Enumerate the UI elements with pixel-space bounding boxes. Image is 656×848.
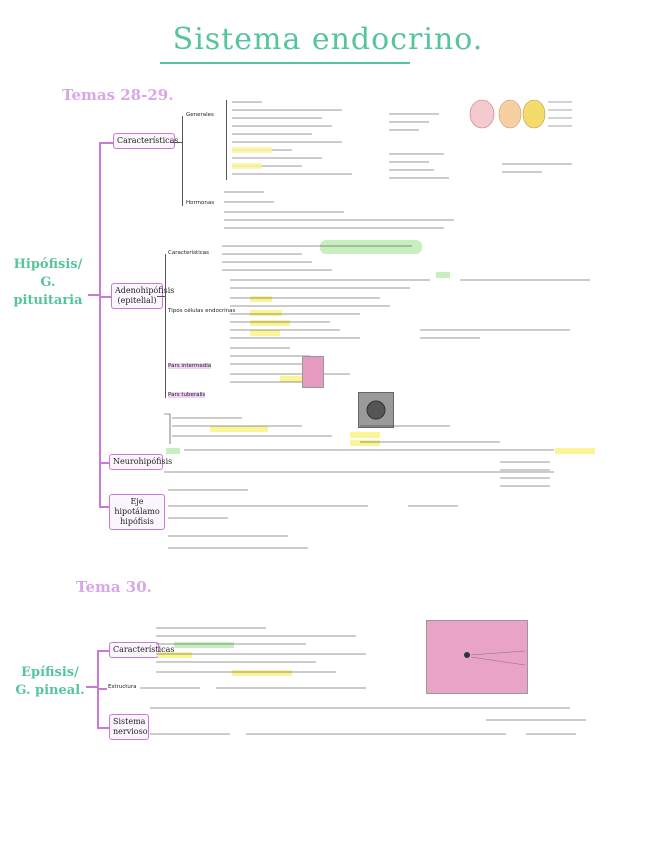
handwritten-notes bbox=[164, 413, 595, 487]
connector bbox=[165, 254, 166, 398]
sub-label-caracteristicas: Características bbox=[168, 250, 210, 256]
branch-eje-hipotalamo: Eje hipotálamo hipófisis bbox=[109, 494, 165, 530]
connector bbox=[97, 650, 109, 652]
connector bbox=[97, 727, 109, 729]
branch-caracteristicas: Características bbox=[113, 133, 179, 149]
page-title: Sistema endocrino. bbox=[172, 22, 484, 57]
connector bbox=[157, 296, 165, 297]
connector bbox=[99, 462, 109, 464]
handwritten-notes bbox=[140, 687, 366, 689]
sub-label-tipos-celulas: Tipos células endocrinas bbox=[168, 308, 236, 314]
handwritten-notes bbox=[150, 707, 586, 735]
handwritten-notes bbox=[232, 101, 352, 175]
main-node-line-1: Epífisis/ bbox=[21, 665, 79, 680]
notes-adenohipofisis bbox=[220, 240, 600, 400]
notes-side bbox=[385, 106, 455, 186]
notes-sistema-nervioso bbox=[146, 702, 616, 742]
connector bbox=[99, 296, 111, 298]
connector bbox=[170, 142, 182, 143]
connector bbox=[226, 100, 227, 180]
branch-trunk bbox=[99, 142, 101, 508]
main-node-line-2: G. pineal. bbox=[15, 683, 85, 698]
pituitary-illustration bbox=[460, 84, 580, 144]
notes-epifisis-caracteristicas bbox=[150, 624, 420, 684]
cell-diagram bbox=[366, 400, 386, 420]
handwritten-notes bbox=[224, 191, 454, 229]
sub-label-pars-intermedia: Pars intermedia bbox=[168, 363, 212, 369]
connector bbox=[97, 688, 107, 690]
notes-neurohipofisis bbox=[160, 412, 600, 498]
histology-image-1 bbox=[302, 356, 324, 388]
histology-texture bbox=[464, 650, 526, 666]
notes-hormonas bbox=[222, 188, 472, 238]
handwritten-notes bbox=[168, 489, 458, 549]
topic-heading-2: Tema 30. bbox=[76, 578, 152, 596]
notes-right bbox=[500, 160, 600, 180]
handwritten-notes bbox=[389, 113, 449, 179]
handwritten-notes bbox=[502, 163, 572, 173]
sub-label-hormonas: Hormonas bbox=[186, 200, 215, 206]
histology-image-2 bbox=[358, 392, 394, 428]
main-node-epifisis: Epífisis/ G. pineal. bbox=[10, 664, 90, 700]
connector bbox=[99, 142, 113, 144]
branch-sistema-nervioso: Sistema nervioso bbox=[109, 714, 149, 740]
notes-generales bbox=[230, 98, 380, 184]
pineal-histology-image bbox=[426, 620, 528, 694]
connector bbox=[86, 686, 98, 688]
sub-label-generales: Generales bbox=[186, 112, 214, 118]
connector bbox=[182, 116, 183, 206]
branch-neurohipofisis: Neurohipófisis bbox=[109, 454, 172, 470]
pituitary-diagram bbox=[469, 99, 572, 129]
sub-label-pars-tuberalis: Pars tuberalis bbox=[168, 392, 206, 398]
title-underline bbox=[160, 62, 410, 64]
notes-estructura bbox=[136, 680, 376, 694]
main-node-line-2: G. pituitaria bbox=[13, 275, 83, 308]
branch-adenohipofisis: Adenohipófisis (epitelial) bbox=[111, 283, 174, 309]
handwritten-notes bbox=[156, 627, 366, 676]
handwritten-notes bbox=[222, 240, 590, 383]
notes-eje bbox=[162, 486, 462, 556]
topic-heading-1: Temas 28-29. bbox=[62, 86, 174, 104]
connector bbox=[99, 506, 109, 508]
main-node-line-1: Hipófisis/ bbox=[13, 257, 83, 272]
branch-caracteristicas-2: Características bbox=[109, 642, 175, 658]
connector bbox=[88, 294, 100, 296]
branch-estructura: Estructura bbox=[108, 684, 137, 690]
main-node-hipofisis: Hipófisis/ G. pituitaria bbox=[8, 256, 88, 310]
